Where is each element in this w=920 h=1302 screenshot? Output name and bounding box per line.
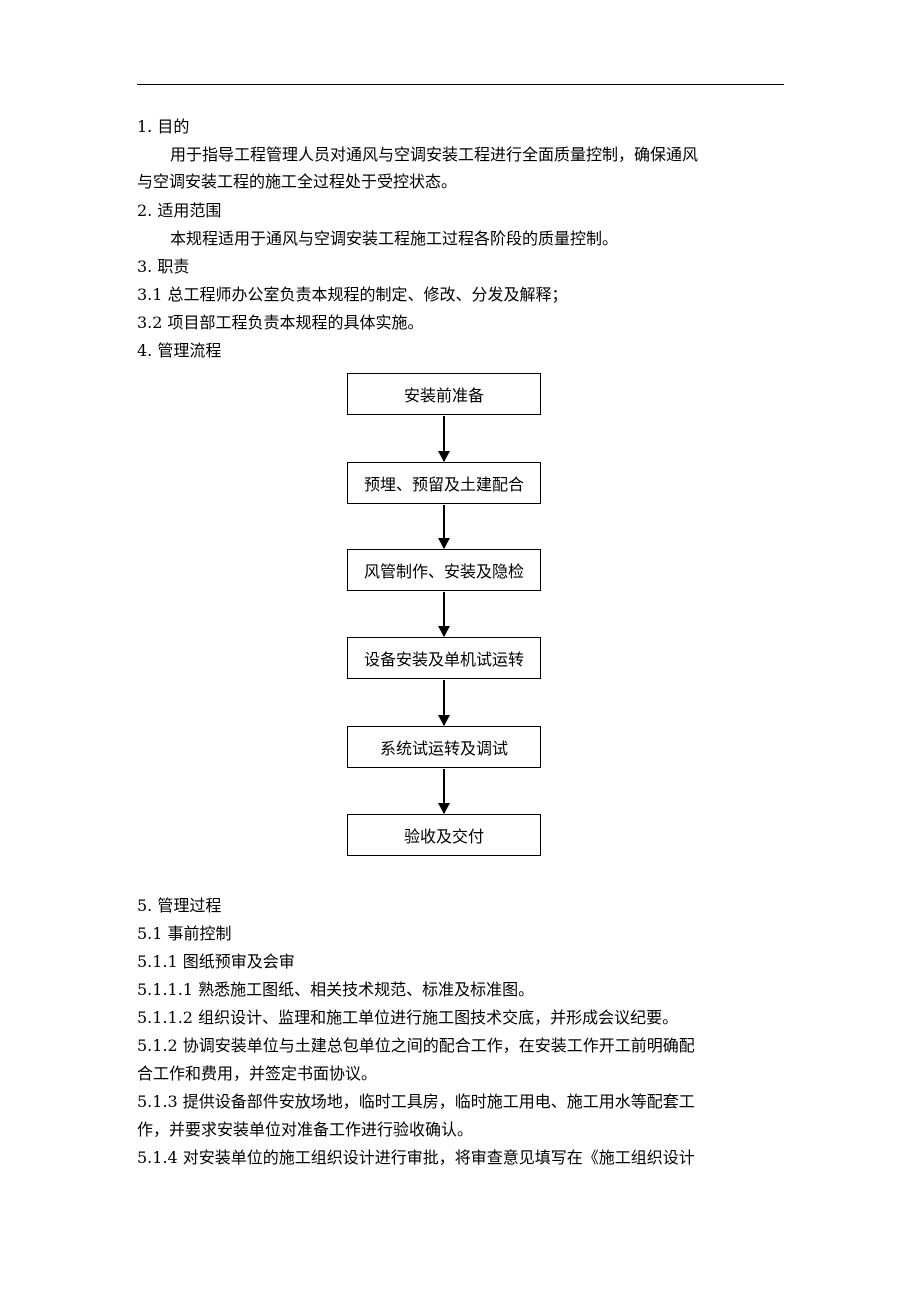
section-5-1-2-cont: 合工作和费用，并签定书面协议。 [137, 1064, 378, 1083]
flow-step-2: 预埋、预留及土建配合 [347, 462, 541, 504]
section-1-body: 用于指导工程管理人员对通风与空调安装工程进行全面质量控制，确保通风 [170, 145, 699, 164]
section-5-1-1: 5.1.1 图纸预审及会审 [137, 952, 295, 971]
flow-step-5: 系统试运转及调试 [347, 726, 541, 768]
section-3-1: 3.1 总工程师办公室负责本规程的制定、修改、分发及解释； [137, 285, 568, 304]
flow-step-1: 安装前准备 [347, 373, 541, 415]
flow-arrow-2 [438, 505, 450, 549]
section-5-1: 5.1 事前控制 [137, 924, 232, 943]
section-1-title: 1. 目的 [137, 117, 190, 136]
section-3-title: 3. 职责 [137, 257, 190, 276]
section-5-1-3-cont: 作，并要求安装单位对准备工作进行验收确认。 [137, 1120, 474, 1139]
flow-step-3: 风管制作、安装及隐检 [347, 549, 541, 591]
flow-step-4: 设备安装及单机试运转 [347, 637, 541, 679]
flow-arrow-1 [438, 416, 450, 462]
section-5-1-2: 5.1.2 协调安装单位与土建总包单位之间的配合工作，在安装工作开工前明确配 [137, 1036, 695, 1055]
section-2-title: 2. 适用范围 [137, 201, 222, 220]
section-4-title: 4. 管理流程 [137, 341, 222, 360]
section-5-1-4: 5.1.4 对安装单位的施工组织设计进行审批，将审查意见填写在《施工组织设计 [137, 1148, 695, 1167]
flow-arrow-5 [438, 769, 450, 814]
flow-arrow-3 [438, 592, 450, 637]
section-2-body: 本规程适用于通风与空调安装工程施工过程各阶段的质量控制。 [170, 229, 619, 248]
header-rule [137, 84, 784, 85]
section-5-1-3: 5.1.3 提供设备部件安放场地，临时工具房，临时施工用电、施工用水等配套工 [137, 1092, 695, 1111]
section-5-1-1-1: 5.1.1.1 熟悉施工图纸、相关技术规范、标准及标准图。 [137, 980, 535, 999]
section-3-2: 3.2 项目部工程负责本规程的具体实施。 [137, 313, 424, 332]
section-5-1-1-2: 5.1.1.2 组织设计、监理和施工单位进行施工图技术交底，并形成会议纪要。 [137, 1008, 679, 1027]
section-1-body-cont: 与空调安装工程的施工全过程处于受控状态。 [137, 172, 458, 191]
section-5-title: 5. 管理过程 [137, 896, 222, 915]
flow-arrow-4 [438, 680, 450, 726]
flow-step-6: 验收及交付 [347, 814, 541, 856]
